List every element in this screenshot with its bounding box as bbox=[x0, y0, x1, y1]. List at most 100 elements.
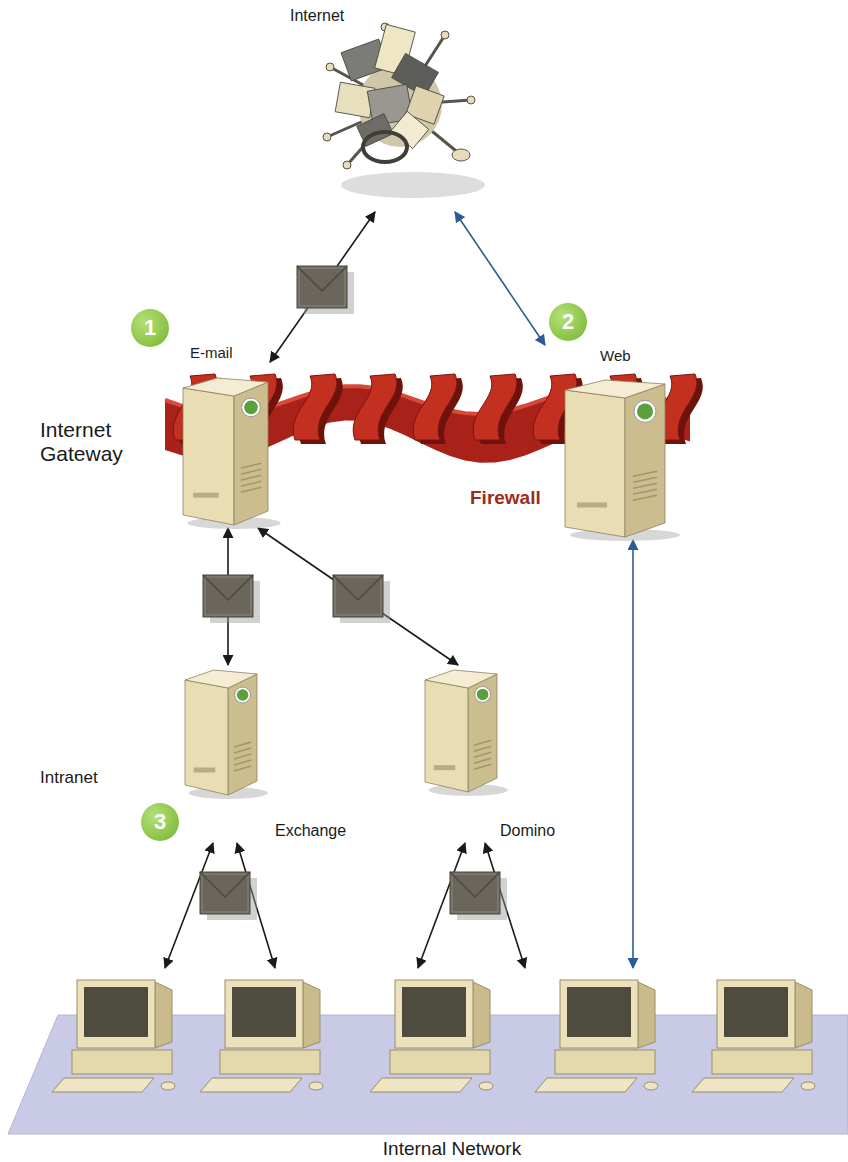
envelope-body bbox=[200, 872, 250, 914]
globe-knob bbox=[326, 63, 334, 71]
callout-number: 3 bbox=[154, 809, 166, 834]
pc-mouse bbox=[479, 1082, 493, 1090]
pc-case bbox=[555, 1050, 655, 1074]
vent-line bbox=[633, 477, 657, 482]
vent-line bbox=[633, 489, 657, 494]
pc-keyboard bbox=[370, 1078, 472, 1092]
domino-server: Domino bbox=[420, 665, 560, 843]
pc-keyboard bbox=[52, 1078, 154, 1092]
envelope-icon bbox=[450, 872, 507, 920]
server-side bbox=[234, 382, 268, 525]
globe-knob bbox=[467, 96, 475, 104]
envelope-body bbox=[450, 872, 500, 914]
drive-slot bbox=[577, 502, 607, 507]
logo bbox=[237, 689, 249, 701]
envelope-icon bbox=[203, 575, 260, 623]
node-illustration bbox=[180, 362, 275, 528]
envelope-flap bbox=[200, 872, 250, 897]
vent-line bbox=[633, 471, 657, 476]
logo-ring bbox=[242, 398, 261, 417]
server-side bbox=[228, 674, 257, 795]
envelope-edge bbox=[335, 577, 381, 615]
node-illustration bbox=[420, 665, 560, 843]
zone-label: Intranet bbox=[40, 768, 98, 788]
node-label: Web bbox=[600, 347, 631, 364]
envelope-edge bbox=[452, 874, 498, 912]
web-server: Web bbox=[535, 345, 668, 540]
globe-ring bbox=[363, 132, 407, 162]
vent-line bbox=[474, 740, 491, 745]
vent-line bbox=[241, 475, 261, 480]
pc-mouse bbox=[161, 1082, 175, 1090]
globe-block bbox=[357, 114, 393, 147]
callout-number: 2 bbox=[562, 309, 574, 334]
envelope-flap bbox=[203, 575, 253, 600]
exchange-server-art bbox=[185, 670, 268, 799]
envelope-flap bbox=[297, 266, 347, 291]
vent-line bbox=[234, 754, 251, 759]
label-box: E-mail bbox=[190, 344, 233, 361]
gateway-server: Internet Gateway bbox=[180, 362, 275, 528]
pc-keyboard bbox=[692, 1078, 794, 1092]
envelope-edge bbox=[202, 874, 248, 912]
server-front bbox=[183, 388, 234, 525]
vent-line bbox=[633, 495, 657, 500]
vent-line bbox=[474, 746, 491, 751]
callout-circle: 1 bbox=[131, 309, 169, 347]
node-label: Internal Network bbox=[383, 1138, 521, 1160]
envelope-edge bbox=[299, 268, 345, 306]
pc-icon bbox=[370, 980, 493, 1092]
drive-slot bbox=[194, 768, 216, 773]
node-illustration bbox=[535, 345, 668, 540]
pc-monitor bbox=[717, 980, 795, 1048]
pc-monitor-side bbox=[638, 982, 655, 1048]
envelope-icon bbox=[200, 872, 257, 920]
flow-label: E-mail bbox=[190, 344, 233, 361]
internal-network-band-art bbox=[8, 980, 848, 1134]
pc-mouse bbox=[644, 1082, 658, 1090]
web-server-art bbox=[565, 380, 680, 541]
globe-dish bbox=[452, 149, 470, 161]
vent-line bbox=[633, 483, 657, 488]
gateway-server-art bbox=[183, 378, 281, 529]
pc-mouse bbox=[801, 1082, 815, 1090]
vent-line bbox=[234, 760, 251, 765]
connector-arrow bbox=[258, 528, 458, 665]
label-box: Intranet bbox=[40, 768, 98, 788]
callout-circle: 2 bbox=[549, 303, 587, 341]
envelope-flap bbox=[333, 575, 383, 600]
pc-monitor bbox=[395, 980, 473, 1048]
globe-knob bbox=[441, 31, 449, 39]
callout-number: 1 bbox=[144, 315, 156, 340]
server-front bbox=[425, 680, 468, 792]
node-label: Exchange bbox=[275, 822, 346, 840]
vent-line bbox=[234, 742, 251, 747]
pc-monitor-side bbox=[473, 982, 490, 1048]
pc-screen bbox=[402, 987, 466, 1037]
server-top bbox=[425, 670, 497, 688]
connector-arrow bbox=[455, 212, 545, 345]
server-side bbox=[468, 674, 497, 792]
logo bbox=[244, 401, 258, 415]
logo-ring bbox=[634, 400, 656, 422]
firewall-fin bbox=[413, 374, 457, 440]
server-top bbox=[185, 670, 257, 688]
pc-icon bbox=[692, 980, 815, 1092]
envelope-flap bbox=[450, 872, 500, 897]
internal-network-band: Internal Network bbox=[0, 968, 848, 1162]
vent-line bbox=[234, 766, 251, 771]
internet-cloud: Internet bbox=[285, 5, 485, 212]
node-label: Domino bbox=[500, 822, 555, 840]
firewall-fin bbox=[293, 374, 337, 440]
globe-knob bbox=[323, 133, 331, 141]
pc-screen bbox=[724, 987, 788, 1037]
pc-case bbox=[390, 1050, 490, 1074]
globe-block bbox=[391, 111, 429, 148]
pc-screen bbox=[84, 987, 148, 1037]
pc-icon bbox=[535, 980, 658, 1092]
logo bbox=[477, 689, 489, 701]
node-illustration bbox=[285, 5, 485, 212]
pc-monitor-side bbox=[155, 982, 172, 1048]
pc-screen bbox=[567, 987, 631, 1037]
